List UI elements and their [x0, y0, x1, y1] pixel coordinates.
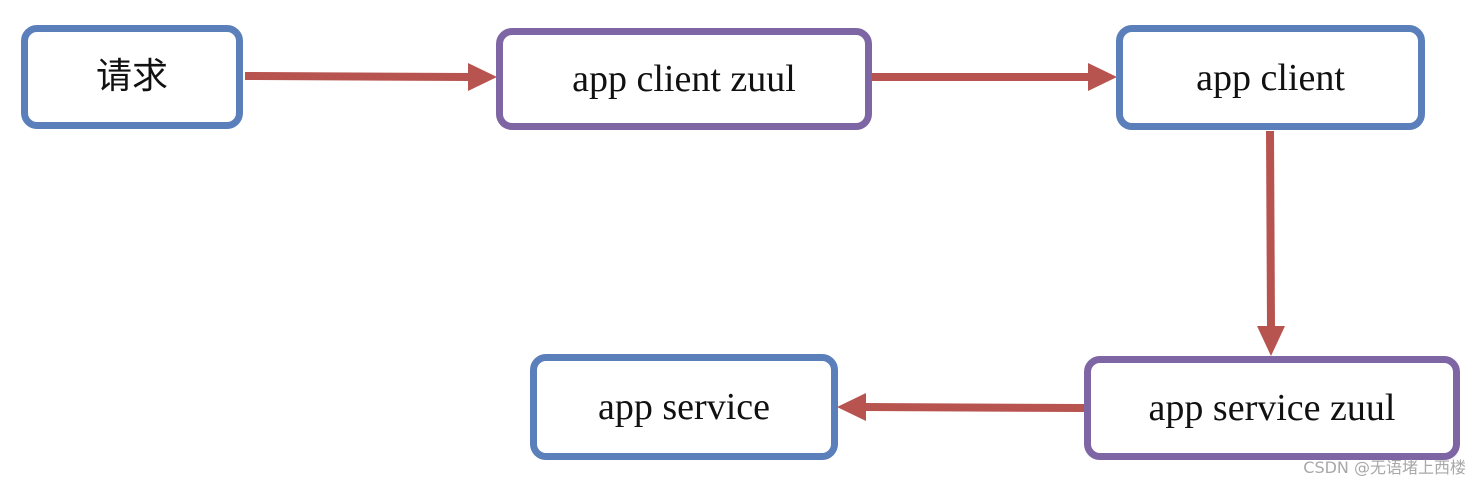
node-app-service: app service [530, 354, 838, 460]
node-app-service-zuul: app service zuul [1084, 356, 1460, 460]
node-request: 请求 [21, 25, 243, 129]
node-app-client-zuul-label: app client zuul [572, 58, 796, 100]
arrow-request-to-client-zuul [244, 63, 497, 91]
node-app-service-label: app service [598, 386, 770, 428]
node-request-label: 请求 [95, 56, 168, 97]
watermark-text: CSDN @无语堵上西楼 [1303, 458, 1466, 477]
node-app-client-zuul: app client zuul [496, 28, 872, 130]
arrow-client-to-service-zuul [1257, 130, 1285, 356]
arrow-client-zuul-to-client [872, 63, 1117, 91]
node-app-service-zuul-label: app service zuul [1148, 387, 1396, 429]
node-app-client-label: app client [1196, 56, 1345, 99]
arrow-service-zuul-to-service [837, 393, 1085, 421]
node-app-client: app client [1116, 25, 1425, 130]
